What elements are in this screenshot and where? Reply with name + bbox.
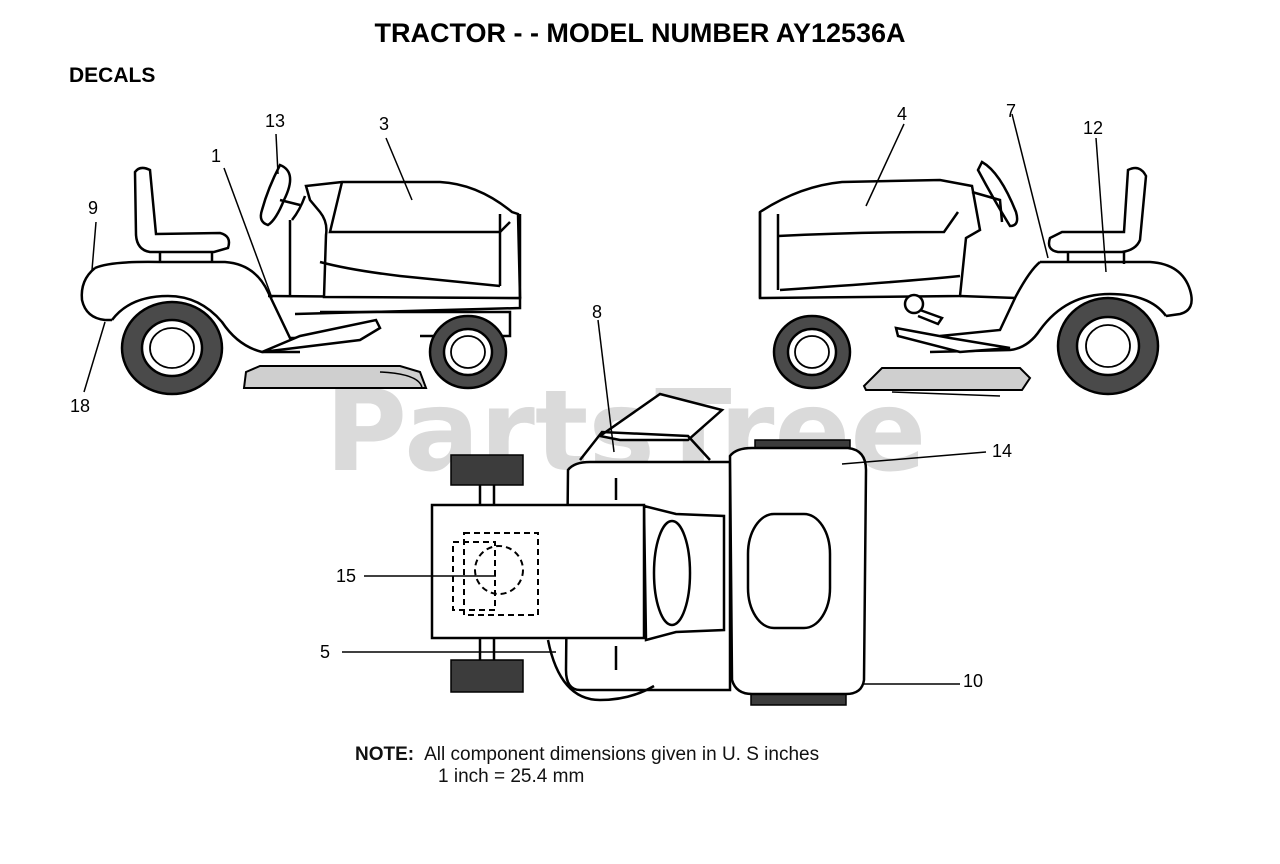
callout-15: 15 — [336, 566, 356, 586]
note-label: NOTE: — [355, 744, 415, 765]
callout-12: 12 — [1083, 118, 1103, 138]
dimension-note: NOTE: All component dimensions given in U… — [355, 744, 819, 788]
note-line-1: All component dimensions given in U. S i… — [424, 744, 820, 765]
callout-14: 14 — [992, 441, 1012, 461]
callout-8: 8 — [592, 302, 602, 322]
tractor-top-view — [430, 392, 868, 706]
callout-10: 10 — [963, 671, 983, 691]
callout-18: 18 — [70, 396, 90, 416]
callout-4: 4 — [897, 104, 907, 124]
callout-3: 3 — [379, 114, 389, 134]
section-heading: DECALS — [69, 64, 156, 87]
tractor-right-side-view — [758, 160, 1193, 397]
callout-leaders — [83, 113, 1107, 685]
callout-1: 1 — [211, 146, 221, 166]
callout-13: 13 — [265, 111, 285, 131]
tractor-left-side-view — [80, 163, 522, 396]
callout-9: 9 — [88, 198, 98, 218]
callout-5: 5 — [320, 642, 330, 662]
page-title: TRACTOR - - MODEL NUMBER AY12536A — [374, 18, 906, 48]
callout-7: 7 — [1006, 101, 1016, 121]
note-line-2: 1 inch = 25.4 mm — [438, 766, 585, 787]
